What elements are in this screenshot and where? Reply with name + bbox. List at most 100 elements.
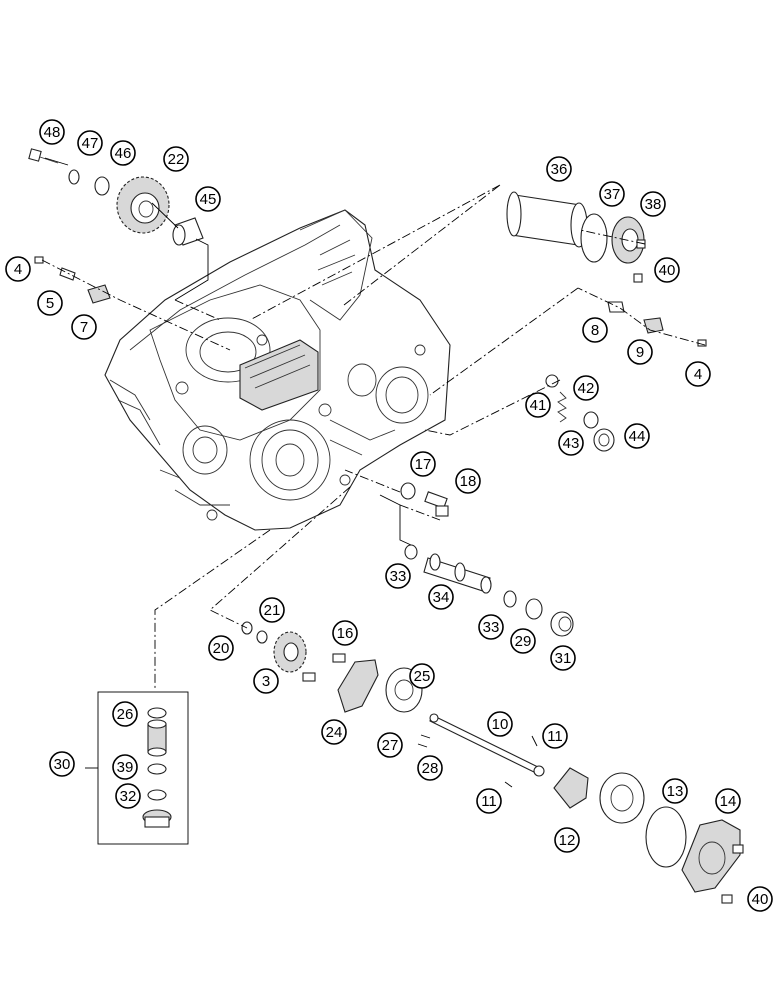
shaft-10 (429, 713, 545, 777)
callout-34[interactable]: 34 (428, 584, 454, 610)
callout-44[interactable]: 44 (624, 423, 650, 449)
callout-9[interactable]: 9 (627, 339, 653, 365)
callout-18[interactable]: 18 (455, 468, 481, 494)
washer-46 (94, 176, 110, 196)
svg-text:30: 30 (54, 756, 71, 773)
screw-40-bottom-b (721, 894, 733, 904)
screw-18 (424, 491, 449, 517)
callout-20[interactable]: 20 (208, 635, 234, 661)
o-ring-26 (147, 707, 167, 719)
svg-text:42: 42 (578, 380, 595, 397)
pin-28 (417, 743, 428, 748)
callout-17[interactable]: 17 (410, 451, 436, 477)
bolt-48 (28, 148, 59, 164)
callout-21[interactable]: 21 (259, 597, 285, 623)
svg-text:31: 31 (555, 650, 572, 667)
callout-47[interactable]: 47 (77, 130, 103, 156)
screw-16a (332, 653, 346, 663)
svg-text:3: 3 (262, 673, 270, 690)
svg-text:41: 41 (530, 397, 547, 414)
svg-text:47: 47 (82, 135, 99, 152)
callout-10[interactable]: 10 (487, 711, 513, 737)
svg-text:4: 4 (694, 366, 702, 383)
svg-text:48: 48 (44, 124, 61, 141)
plug-31 (550, 611, 574, 637)
callout-30[interactable]: 30 (49, 751, 75, 777)
callout-27[interactable]: 27 (377, 732, 403, 758)
washer-29 (525, 598, 543, 620)
callout-32[interactable]: 32 (115, 783, 141, 809)
callout-24[interactable]: 24 (321, 719, 347, 745)
callout-43[interactable]: 43 (558, 430, 584, 456)
oil-filter-36 (506, 191, 588, 248)
svg-text:46: 46 (115, 145, 132, 162)
pin-27 (420, 734, 431, 739)
callout-37[interactable]: 37 (599, 181, 625, 207)
callout-28[interactable]: 28 (417, 755, 443, 781)
svg-text:17: 17 (415, 456, 432, 473)
callout-25[interactable]: 25 (409, 663, 435, 689)
callout-39[interactable]: 39 (112, 754, 138, 780)
washer-17 (400, 482, 416, 500)
callout-48[interactable]: 48 (39, 119, 65, 145)
callout-26[interactable]: 26 (112, 701, 138, 727)
callout-5[interactable]: 5 (37, 290, 63, 316)
callout-11-b[interactable]: 11 (476, 788, 502, 814)
svg-text:9: 9 (636, 344, 644, 361)
callout-31[interactable]: 31 (550, 645, 576, 671)
plug-44 (593, 428, 615, 452)
callout-45[interactable]: 45 (195, 186, 221, 212)
svg-text:39: 39 (117, 759, 134, 776)
callout-3[interactable]: 3 (253, 668, 279, 694)
svg-text:37: 37 (604, 186, 621, 203)
svg-text:24: 24 (326, 724, 343, 741)
spring-42 (557, 391, 567, 423)
o-ring-13 (645, 806, 687, 868)
callout-29[interactable]: 29 (510, 628, 536, 654)
svg-text:32: 32 (120, 788, 137, 805)
callout-4-left[interactable]: 4 (5, 256, 31, 282)
callout-41[interactable]: 41 (525, 392, 551, 418)
callout-8[interactable]: 8 (582, 317, 608, 343)
callout-38[interactable]: 38 (640, 191, 666, 217)
o-ring-32 (147, 789, 167, 801)
callout-40-bottom[interactable]: 40 (747, 886, 773, 912)
callout-40-top[interactable]: 40 (654, 257, 680, 283)
callout-16[interactable]: 16 (332, 620, 358, 646)
svg-text:26: 26 (117, 706, 134, 723)
washer-43 (583, 411, 599, 429)
svg-text:13: 13 (667, 783, 684, 800)
svg-text:7: 7 (80, 319, 88, 336)
callout-13[interactable]: 13 (662, 778, 688, 804)
svg-text:14: 14 (720, 793, 737, 810)
svg-text:27: 27 (382, 737, 399, 754)
callout-36[interactable]: 36 (546, 156, 572, 182)
gear-3 (273, 631, 307, 673)
callout-33-a[interactable]: 33 (385, 563, 411, 589)
svg-text:10: 10 (492, 716, 509, 733)
screw-40-bottom-a (732, 844, 744, 854)
svg-text:33: 33 (483, 619, 500, 636)
pump-cover-14 (681, 819, 741, 893)
callout-14[interactable]: 14 (715, 788, 741, 814)
svg-text:16: 16 (337, 625, 354, 642)
callout-22[interactable]: 22 (163, 146, 189, 172)
callout-7[interactable]: 7 (71, 314, 97, 340)
callout-46[interactable]: 46 (110, 140, 136, 166)
callout-42[interactable]: 42 (573, 375, 599, 401)
svg-text:36: 36 (551, 161, 568, 178)
callout-12[interactable]: 12 (554, 827, 580, 853)
svg-text:43: 43 (563, 435, 580, 452)
svg-text:20: 20 (213, 640, 230, 657)
svg-text:38: 38 (645, 196, 662, 213)
svg-text:18: 18 (460, 473, 477, 490)
svg-text:11: 11 (547, 728, 563, 745)
svg-text:45: 45 (200, 191, 217, 208)
callout-11-a[interactable]: 11 (542, 723, 568, 749)
ball-41 (545, 374, 559, 388)
svg-text:8: 8 (591, 322, 599, 339)
svg-text:4: 4 (14, 261, 22, 278)
callout-33-b[interactable]: 33 (478, 614, 504, 640)
callout-4-right[interactable]: 4 (685, 361, 711, 387)
